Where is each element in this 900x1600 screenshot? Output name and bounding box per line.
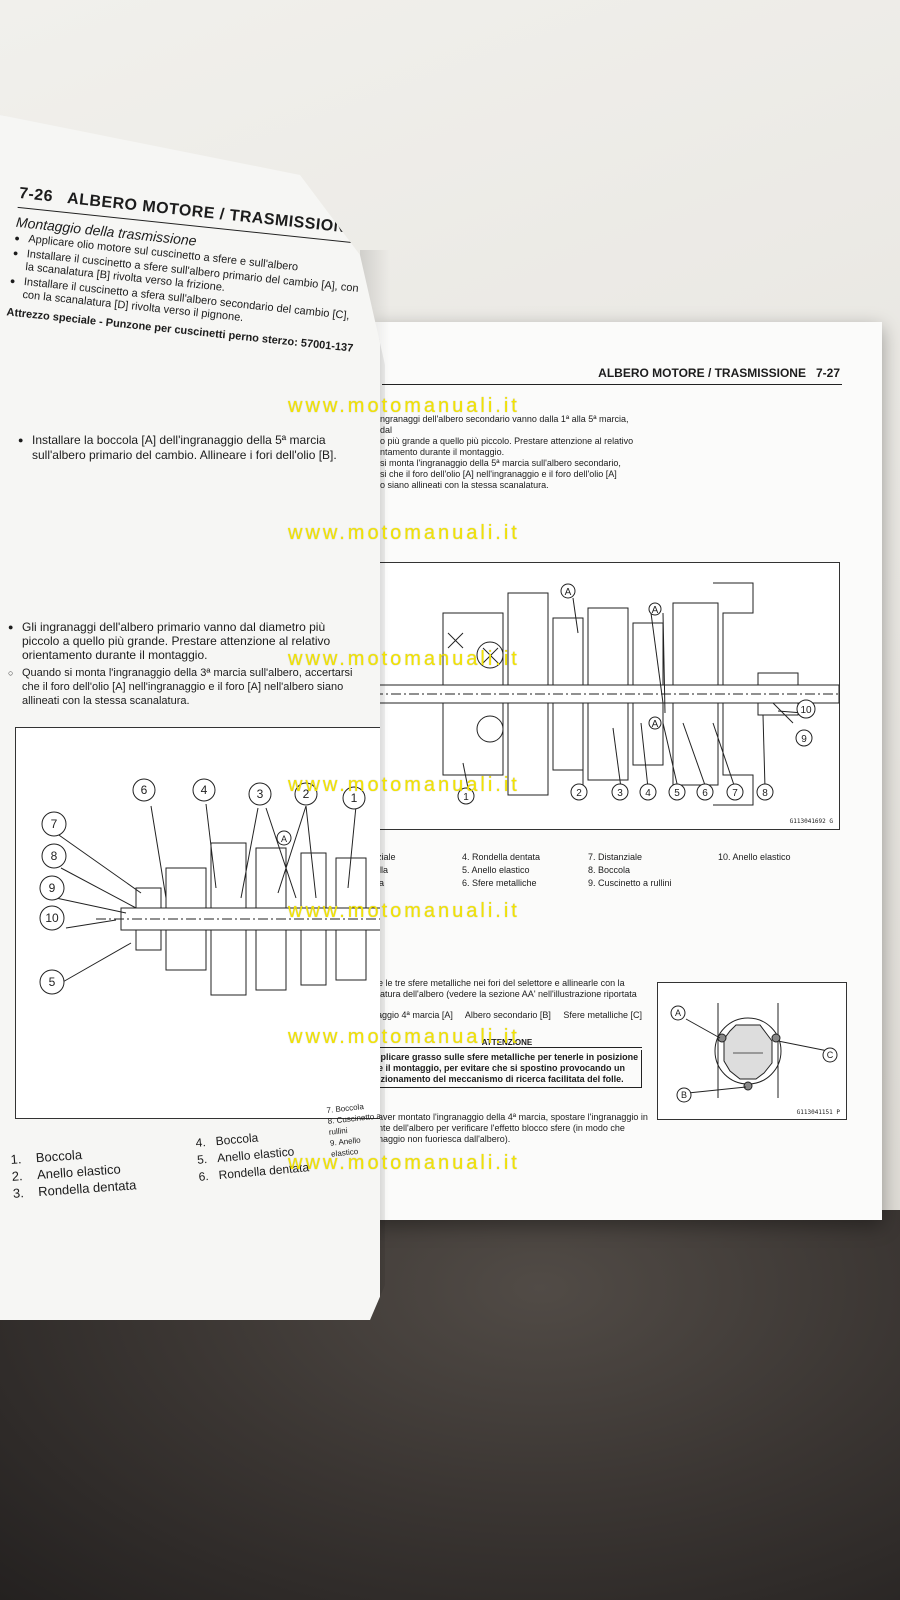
diagram-callout-a2: A — [652, 605, 659, 616]
callout-6: 6 — [141, 783, 148, 797]
attention-title: ATTENZIONE — [372, 1038, 642, 1048]
callout-a: A — [281, 834, 287, 844]
legend-item: 7. Distanziale — [588, 852, 643, 862]
callout-3: 3 — [617, 788, 623, 799]
input-shaft-diagram: 6 4 3 2 1 7 8 9 10 5 A — [15, 727, 380, 1119]
left-page-number: 7-26 — [18, 185, 54, 206]
legend-item: nziale — [372, 851, 396, 864]
legend-item: iella — [372, 864, 388, 877]
balls-text: e le tre sfere metalliche nei fori del s… — [378, 978, 648, 1000]
legend-col-1: 1. Boccola 2. Anello elastico 3. Rondell… — [10, 1142, 137, 1201]
cross-label-c: C — [827, 1050, 834, 1060]
callout-9: 9 — [49, 881, 56, 895]
watermark: www.motomanuali.it — [288, 900, 520, 922]
callout-8: 8 — [762, 788, 768, 799]
watermark: www.motomanuali.it — [288, 648, 520, 670]
callout-5: 5 — [49, 975, 56, 989]
legend-num: 5. — [196, 1152, 208, 1167]
after-text: aver montato l'ingranaggio della 4ª marc… — [378, 1112, 648, 1145]
right-page: ALBERO MOTORE / TRASMISSIONE 7-27 ngrana… — [372, 322, 882, 1220]
bullet-gears-block: Gli ingranaggi dell'albero primario vann… — [8, 620, 353, 710]
right-text-line: si che il foro dell'olio [A] nell'ingran… — [380, 469, 617, 479]
cross-label-b: B — [681, 1090, 687, 1100]
balls-text-line: e le tre sfere metalliche nei fori del s… — [378, 978, 625, 988]
right-header-rule — [382, 384, 842, 385]
legend-item: 5. Anello elastico — [462, 865, 530, 875]
diagram-callout-a: A — [565, 587, 572, 598]
legend-item: 6. Sfere metalliche — [462, 878, 537, 888]
right-callouts: 1 2 3 4 5 6 7 8 10 9 — [457, 699, 816, 805]
diagram-callout-a3: A — [652, 719, 659, 730]
callout-8: 8 — [51, 849, 58, 863]
cross-section-drawing: A C B — [670, 1003, 838, 1103]
watermark: www.motomanuali.it — [288, 395, 520, 417]
cross-section-diagram: A C B G113041151 P — [657, 982, 847, 1120]
legend-col-3: 7. Boccola 8. Cuscinetto a rullini 9. An… — [326, 1099, 380, 1159]
right-header-title: ALBERO MOTORE / TRASMISSIONE — [598, 366, 806, 380]
legend-num: 9. — [329, 1138, 338, 1148]
left-page: 7-26 ALBERO MOTORE / TRASMISSIONE Montag… — [0, 115, 380, 1320]
legend-text: Boccola — [215, 1130, 259, 1149]
cross-section-code: G113041151 P — [796, 1109, 840, 1116]
legend-num: 3. — [12, 1185, 25, 1201]
legend-num: 7. — [326, 1105, 334, 1115]
watermark: www.motomanuali.it — [288, 522, 520, 544]
legend-num: 8. — [327, 1116, 335, 1126]
callout-6: 6 — [702, 788, 708, 799]
callout-4: 4 — [201, 783, 208, 797]
callout-10: 10 — [45, 911, 59, 925]
watermark: www.motomanuali.it — [288, 1152, 520, 1174]
right-text-top: ngranaggi dell'albero secondario vanno d… — [380, 414, 635, 491]
legend-item: 8. Boccola — [588, 865, 631, 875]
left-page-content: 7-26 ALBERO MOTORE / TRASMISSIONE Montag… — [6, 185, 368, 356]
right-page-number: 7-27 — [815, 366, 840, 380]
bullet-bushing: Installare la boccola [A] dell'ingranagg… — [18, 433, 353, 463]
legend-num: 1. — [10, 1151, 22, 1167]
legend-num: 4. — [195, 1135, 207, 1150]
legend-num: 2. — [11, 1168, 24, 1184]
callout-3: 3 — [257, 787, 264, 801]
cross-label-a: A — [675, 1008, 681, 1018]
legend-item: 9. Cuscinetto a rullini — [588, 878, 672, 888]
balls-labels: naggio 4ª marcia [A] Albero secondario [… — [372, 1010, 642, 1020]
callout-2: 2 — [576, 788, 582, 799]
callout-7: 7 — [51, 817, 58, 831]
after-text-line: nte dell'albero per verificare l'effetto… — [378, 1123, 625, 1133]
right-text-line: o siano allineati con la stessa scanalat… — [380, 480, 549, 490]
callout-10: 10 — [800, 705, 812, 716]
callout-9: 9 — [801, 734, 807, 745]
bullet-third-gear: Quando si monta l'ingranaggio della 3ª m… — [8, 666, 353, 708]
legend-item: 4. Rondella dentata — [462, 852, 541, 862]
callout-7: 7 — [732, 788, 738, 799]
input-shaft-drawing: 6 4 3 2 1 7 8 9 10 5 A — [39, 778, 380, 996]
balls-text-line: latura dell'albero (vedere la sezione AA… — [378, 989, 637, 999]
watermark: www.motomanuali.it — [288, 774, 520, 796]
watermark: www.motomanuali.it — [288, 1026, 520, 1048]
right-text-line: ngranaggi dell'albero secondario vanno d… — [380, 414, 629, 435]
bullet-gears: Gli ingranaggi dell'albero primario vann… — [8, 620, 353, 662]
bullet-bushing-block: Installare la boccola [A] dell'ingranagg… — [18, 433, 353, 465]
callout-5: 5 — [674, 788, 680, 799]
after-text-line: naggio non fuoriesca dall'albero). — [378, 1134, 511, 1144]
attention-body: pplicare grasso sulle sfere metalliche p… — [372, 1050, 642, 1088]
callout-4: 4 — [645, 788, 651, 799]
legend-item: 10. Anello elastico — [718, 852, 791, 862]
right-page-header: ALBERO MOTORE / TRASMISSIONE 7-27 — [372, 366, 840, 380]
after-text-line: aver montato l'ingranaggio della 4ª marc… — [378, 1112, 648, 1122]
callout-2: 2 — [303, 787, 310, 801]
callout-1: 1 — [351, 791, 358, 805]
diagram-code: G113041692 G — [789, 818, 833, 825]
right-text-line: o più grande a quello più piccolo. Prest… — [380, 436, 634, 446]
right-text-line: ntamento durante il montaggio. — [380, 447, 505, 457]
right-text-line: si monta l'ingranaggio della 5ª marcia s… — [380, 458, 621, 468]
legend-num: 6. — [198, 1168, 210, 1184]
callout-1: 1 — [463, 792, 469, 803]
